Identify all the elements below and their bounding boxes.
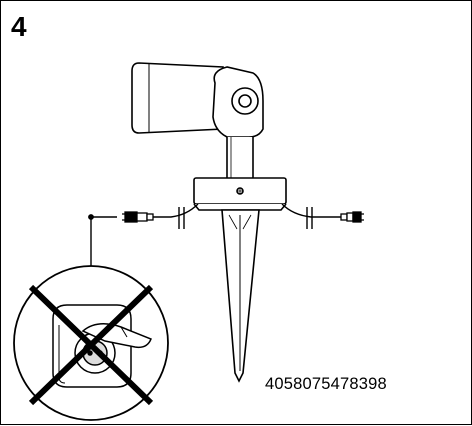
step-number: 4 — [11, 11, 27, 42]
ground-spike-icon — [221, 209, 260, 383]
mount-block — [193, 177, 287, 211]
article-code: 4058075478398 — [265, 375, 387, 393]
cable-connector-icon — [122, 211, 154, 223]
cable-connector-icon — [340, 211, 364, 223]
garden-spotlight-icon — [131, 62, 264, 180]
cable-left — [88, 203, 199, 277]
outdoor-socket-prohibited-icon — [13, 265, 169, 421]
cable-right — [281, 203, 341, 229]
